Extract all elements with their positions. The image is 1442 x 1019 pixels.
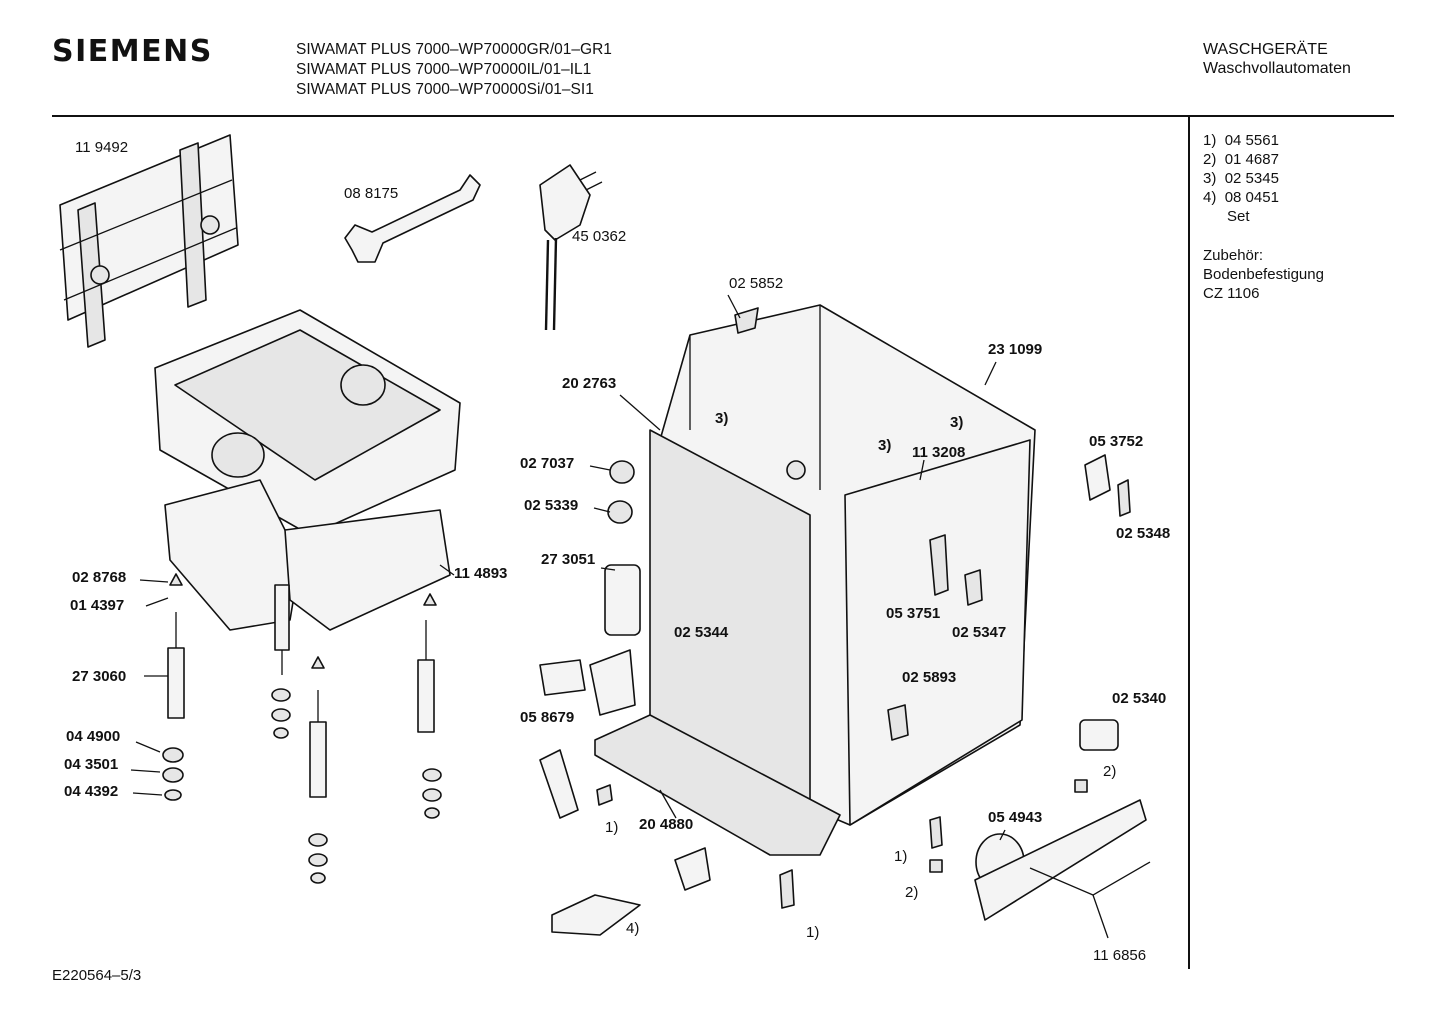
part-label: 02 5852 [729,275,783,292]
footnote-mark: 1) [806,924,819,941]
part-label: 02 8768 [72,569,126,586]
part-label: 11 4893 [454,565,507,582]
part-label: 45 0362 [572,228,626,245]
legend-code: 04 5561 [1224,132,1279,149]
part-label: 02 5344 [674,624,729,641]
legend-code: 02 5345 [1224,170,1279,187]
accessory-name: Bodenbefestigung [1203,266,1324,283]
part-label: 02 5893 [902,669,956,686]
legend-list: 1) 04 5561 2) 01 4687 3) 02 5345 4) 08 0… [1203,131,1279,226]
legend-mark: 4) [1203,189,1217,206]
part-label: 04 4392 [64,783,118,800]
header-divider [52,115,1394,117]
accessory-block: Zubehör: Bodenbefestigung CZ 1106 [1203,246,1324,303]
misc-hardware-drawing [539,307,1147,936]
leader-lines [130,294,1151,939]
model-line-1: SIWAMAT PLUS 7000–WP70000GR/01–GR1 [296,41,612,58]
part-label: 27 3051 [541,551,595,568]
footnote-mark: 2) [1103,763,1116,780]
legend-set-label: Set [1227,208,1250,225]
part-label: 02 7037 [520,455,574,472]
legend-code: 08 0451 [1224,189,1279,206]
part-label: 05 3752 [1089,433,1143,450]
part-label: 01 4397 [70,597,124,614]
part-label: 20 4880 [639,816,693,833]
footnote-mark: 3) [878,437,891,454]
part-label: 04 3501 [64,756,118,773]
legend-mark: 1) [1203,132,1217,149]
part-label: 02 5347 [952,624,1006,641]
tub-housing-drawing [154,309,461,631]
washer-stack-drawing [162,573,442,884]
part-label: 23 1099 [988,341,1042,358]
legend-code: 01 4687 [1224,151,1279,168]
part-label: 05 8679 [520,709,574,726]
part-label: 05 3751 [886,605,940,622]
legend-mark: 3) [1203,170,1217,187]
footnote-mark: 3) [950,414,963,431]
part-label: 05 4943 [988,809,1042,826]
part-label: 27 3060 [72,668,126,685]
part-label: 08 8175 [344,185,398,202]
category-title: WASCHGERÄTE Waschvollautomaten [1203,40,1351,78]
legend-item: 2) 01 4687 [1203,150,1279,169]
category-line-1: WASCHGERÄTE [1203,41,1328,58]
part-label: 02 5340 [1112,690,1166,707]
legend-divider [1188,117,1190,969]
footnote-mark: 3) [715,410,728,427]
part-label: 11 9492 [75,139,128,156]
footnote-mark: 4) [626,920,639,937]
category-line-2: Waschvollautomaten [1203,60,1351,77]
model-list: SIWAMAT PLUS 7000–WP70000GR/01–GR1 SIWAM… [296,40,612,100]
footnote-mark: 1) [605,819,618,836]
part-label: 11 3208 [912,444,965,461]
accessory-title: Zubehör: [1203,247,1264,264]
accessory-code: CZ 1106 [1203,285,1260,302]
model-line-3: SIWAMAT PLUS 7000–WP70000Si/01–SI1 [296,81,594,98]
footnote-mark: 2) [905,884,918,901]
power-plug-drawing [539,164,603,331]
part-label: 04 4900 [66,728,120,745]
footnote-mark: 1) [894,848,907,865]
part-label: 11 6856 [1093,947,1146,964]
legend-item: 1) 04 5561 [1203,131,1279,150]
brand-logo: SIEMENS [52,34,213,69]
wrench-drawing [344,174,481,263]
legend-item: 3) 02 5345 [1203,169,1279,188]
legend-mark: 2) [1203,151,1217,168]
model-line-2: SIWAMAT PLUS 7000–WP70000IL/01–IL1 [296,61,592,78]
part-label: 20 2763 [562,375,616,392]
part-label: 02 5339 [524,497,578,514]
legend-item: 4) 08 0451 [1203,188,1279,207]
part-label: 02 5348 [1116,525,1170,542]
document-number: E220564–5/3 [52,967,142,984]
mounting-frame-drawing [59,134,239,348]
shock-absorbers-drawing [167,584,435,798]
